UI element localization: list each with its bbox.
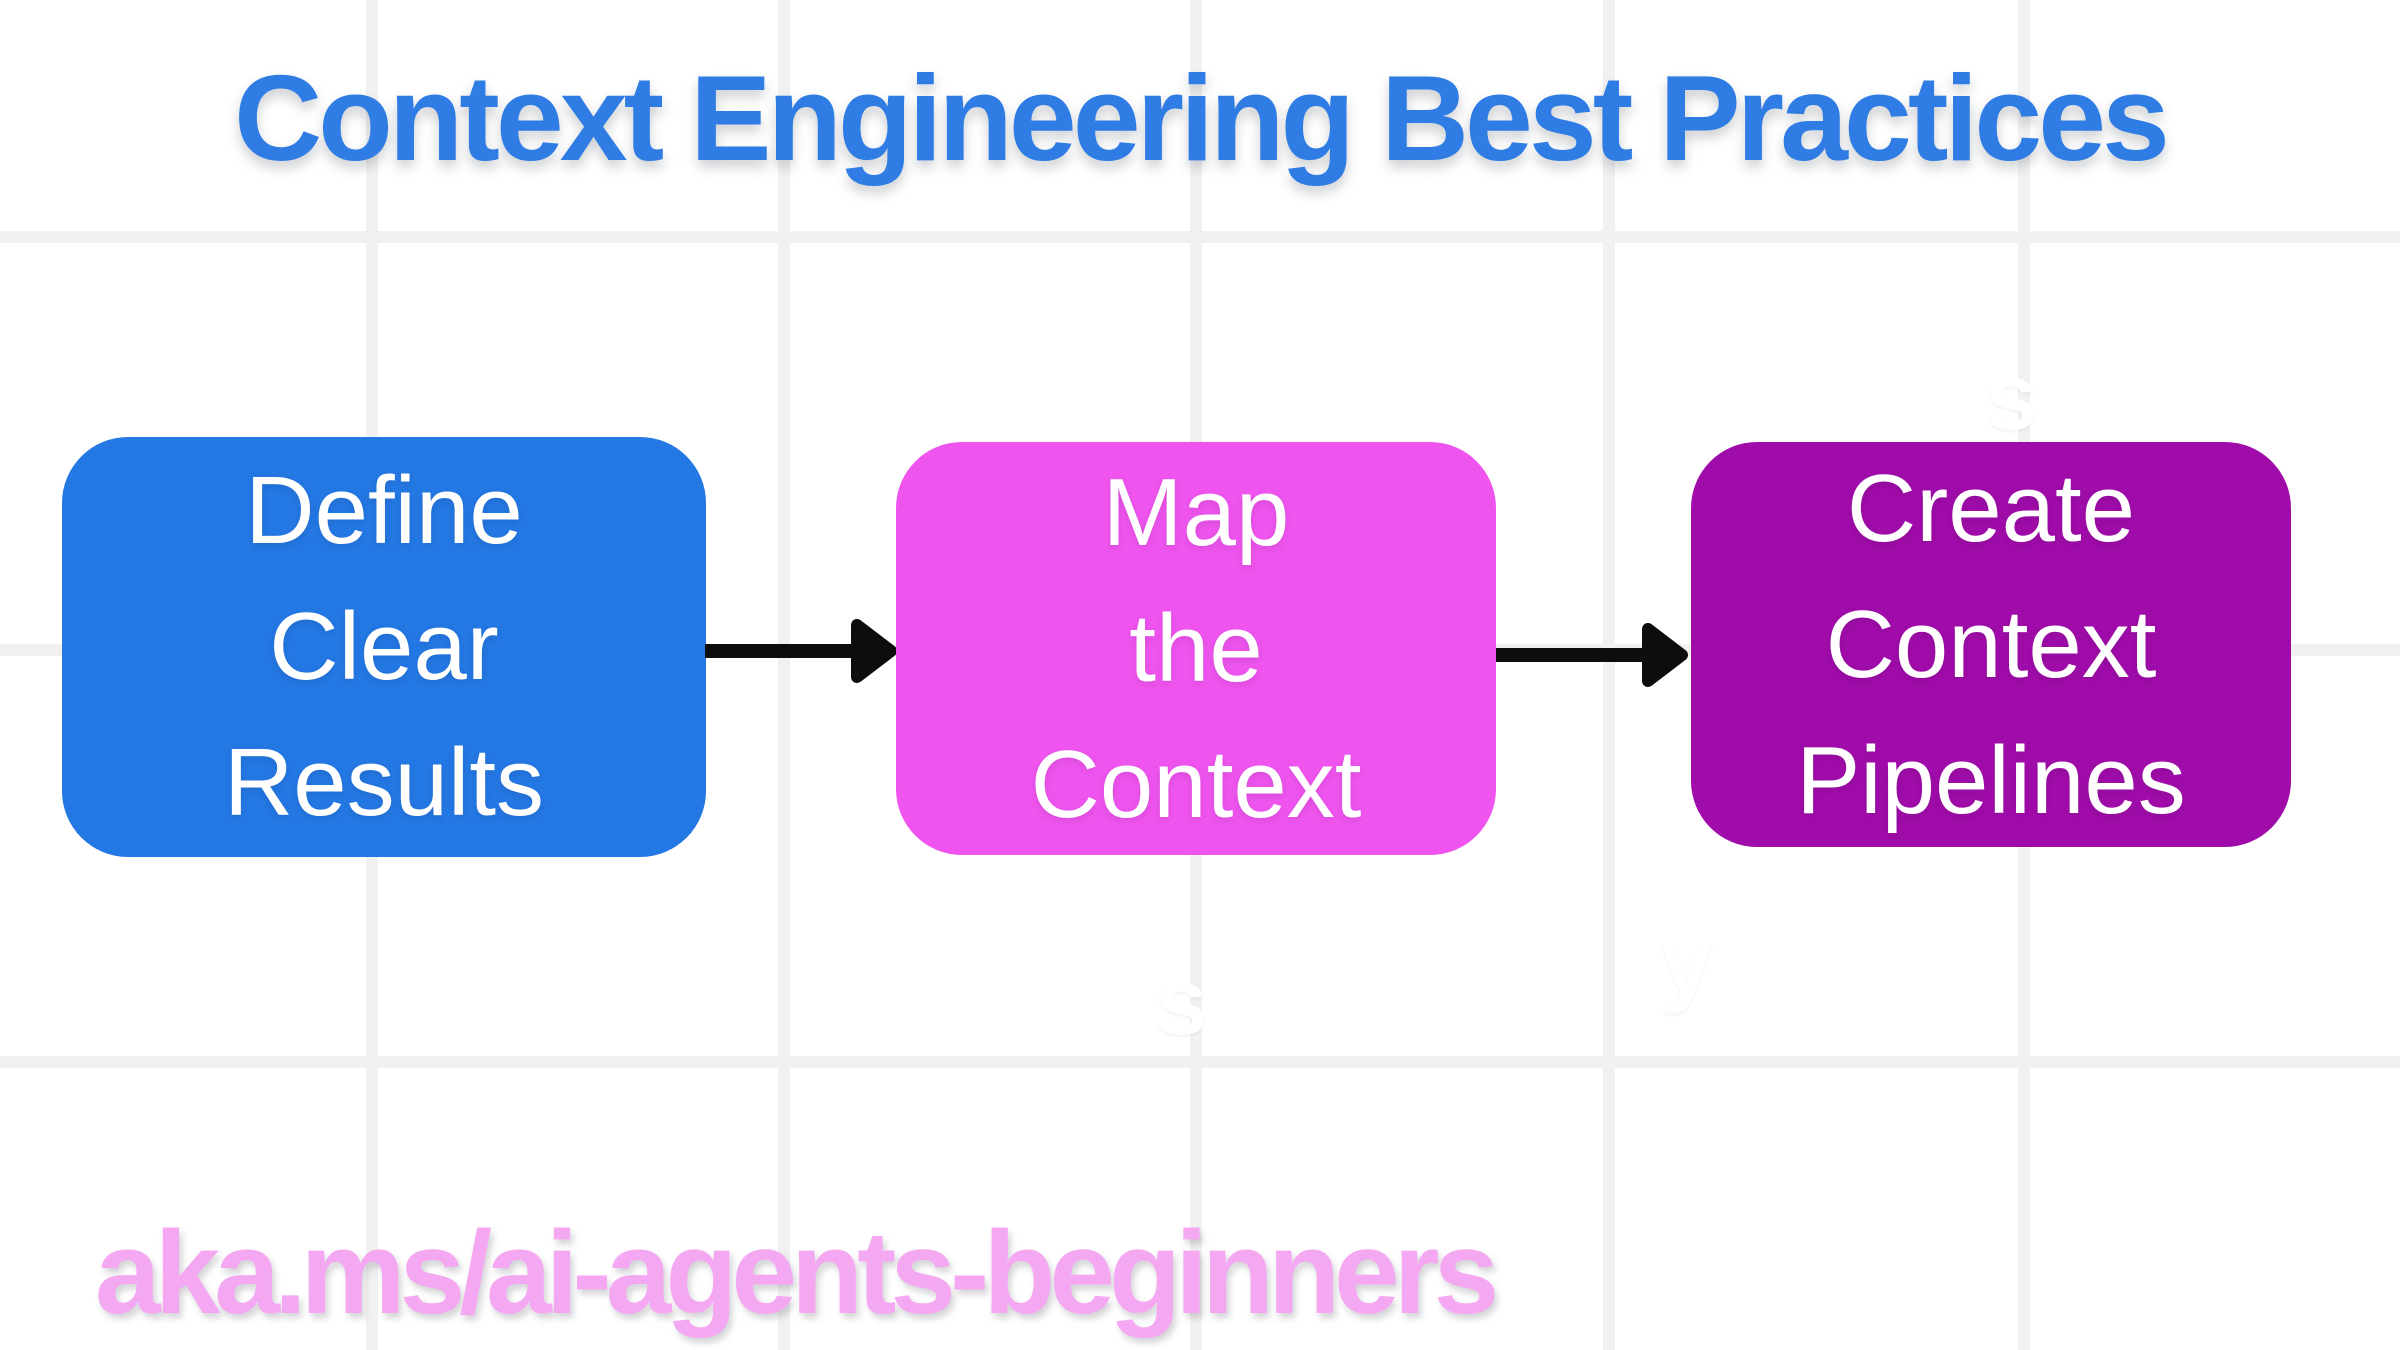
- step-label-line: the: [1129, 594, 1263, 702]
- page-title: Context Engineering Best Practices: [234, 50, 2170, 186]
- grid-line-vertical: [1603, 0, 1615, 1350]
- flow-step-map-the-context: Map the Context: [896, 442, 1496, 855]
- ghost-text-fragment: s: [1985, 344, 2038, 450]
- grid-line-horizontal: [0, 1056, 2400, 1068]
- step-label-line: Create: [1846, 454, 2136, 562]
- ghost-text-fragment: y: [1660, 909, 1713, 1015]
- footer-link[interactable]: aka.ms/ai-agents-beginners: [95, 1207, 1499, 1339]
- flow-step-define-clear-results: Define Clear Results: [62, 437, 706, 857]
- step-label-line: Clear: [269, 593, 499, 700]
- step-label-line: Define: [245, 457, 523, 564]
- step-label-line: Results: [223, 729, 545, 836]
- arrow-right-icon: [705, 619, 897, 683]
- step-label-line: Context: [1030, 730, 1362, 838]
- flow-step-create-context-pipelines: Create Context Pipelines: [1691, 442, 2291, 847]
- grid-line-horizontal: [0, 231, 2400, 243]
- grid-line-vertical: [778, 0, 790, 1350]
- arrow-right-icon: [1496, 623, 1688, 687]
- ghost-text-fragment: s: [1155, 949, 1208, 1055]
- step-label-line: Map: [1102, 458, 1290, 566]
- step-label-line: Context: [1825, 590, 2157, 698]
- step-label-line: Pipelines: [1796, 726, 2186, 834]
